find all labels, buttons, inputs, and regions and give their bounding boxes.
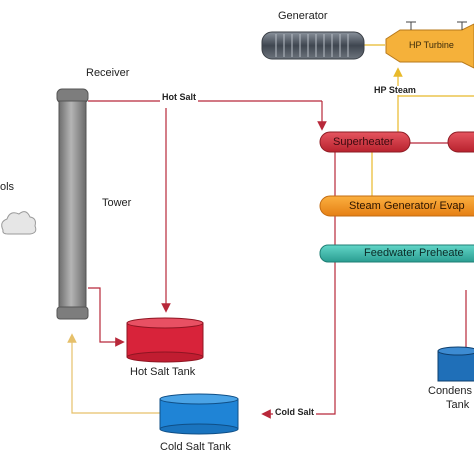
condensate-tank — [437, 346, 474, 382]
salt-return-line — [261, 152, 336, 419]
tower — [56, 88, 89, 320]
hp-turbine-label: HP Turbine — [409, 40, 454, 50]
hot-salt-tank-label: Hot Salt Tank — [130, 366, 196, 378]
condensate-tank-label-2: Tank — [446, 399, 470, 411]
cold-salt-tank-label: Cold Salt Tank — [160, 441, 231, 453]
cloud-icon — [1, 211, 37, 235]
tower-label: Tower — [102, 197, 132, 209]
generator — [261, 31, 365, 60]
superheater-label: Superheater — [333, 136, 394, 148]
superheater — [319, 131, 411, 153]
hot-salt-line-label: Hot Salt — [160, 92, 199, 102]
heliostats-label: ols — [0, 181, 15, 193]
feedwater-preheater — [319, 244, 474, 263]
reheater-partial — [447, 131, 474, 153]
feedwater-preheater-label: Feedwater Preheate — [364, 247, 464, 259]
receiver-outlet-line — [88, 287, 125, 347]
receiver-label: Receiver — [86, 67, 130, 79]
cold-salt-pipes — [67, 333, 160, 414]
steam-generator-label: Steam Generator/ Evap — [349, 200, 465, 212]
cold-salt-line-label: Cold Salt — [273, 407, 317, 417]
generator-label: Generator — [278, 10, 328, 22]
steam-generator — [319, 195, 474, 217]
hot-salt-tank — [126, 317, 204, 363]
generator-body — [261, 31, 365, 60]
tower-base — [56, 306, 89, 320]
cold-salt-tank — [159, 393, 239, 435]
cold-salt-return-to-tower — [67, 333, 160, 414]
hp-steam-line-label: HP Steam — [372, 85, 418, 95]
valve-icon — [406, 21, 467, 30]
tower-shaft — [58, 100, 87, 312]
condensate-tank-label-1: Condens — [428, 385, 473, 397]
hp-turbine — [385, 23, 474, 69]
steam-pipes — [364, 44, 474, 196]
